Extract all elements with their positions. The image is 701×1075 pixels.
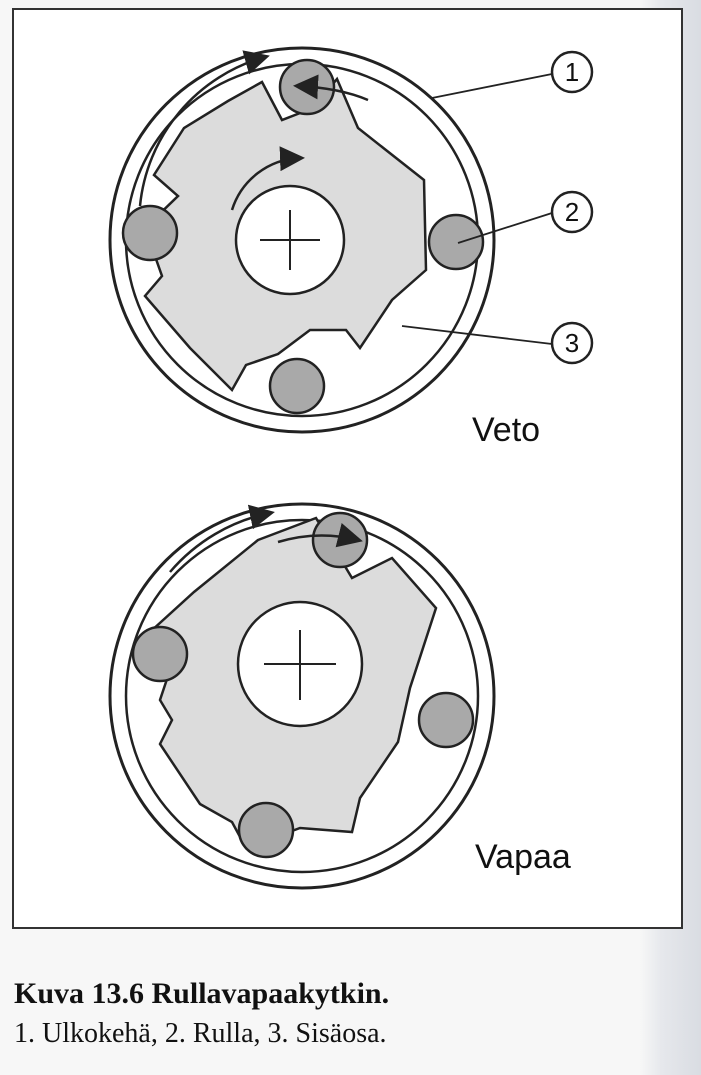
rotation-arrow-outer: [169, 504, 275, 573]
caption-legend: 1. Ulkokehä, 2. Rulla, 3. Sisäosa.: [14, 1018, 387, 1049]
freewheel-label: Vapaa: [475, 838, 571, 876]
roller: [268, 357, 326, 415]
roller: [311, 511, 369, 569]
leader-line-1: [431, 73, 553, 99]
caption-title: Kuva 13.6 Rullavapaakytkin.: [14, 977, 390, 1010]
leader-line-3: [401, 325, 553, 345]
roller: [131, 625, 189, 683]
callout-1: 1: [550, 50, 594, 94]
figure-caption: Kuva 13.6 Rullavapaakytkin. 1. Ulkokehä,…: [14, 975, 654, 1055]
roller-motion-arrow: [293, 74, 369, 102]
roller-motion-arrow: [277, 523, 363, 548]
leader-line-2: [457, 212, 553, 244]
svg-text:3: 3: [565, 328, 579, 358]
callout-2: 2: [550, 190, 594, 234]
callout-3: 3: [550, 321, 594, 365]
roller: [427, 213, 485, 271]
clutch-engaged: 1 2 3 Veto: [108, 46, 594, 449]
rotation-arrow-hub: [230, 146, 305, 211]
rotation-arrow-outer: [138, 50, 270, 207]
engaged-label: Veto: [472, 411, 540, 449]
svg-text:1: 1: [565, 57, 579, 87]
svg-text:2: 2: [565, 197, 579, 227]
roller: [121, 204, 179, 262]
roller: [237, 801, 295, 859]
clutch-freewheel: Vapaa: [108, 502, 571, 890]
roller: [417, 691, 475, 749]
